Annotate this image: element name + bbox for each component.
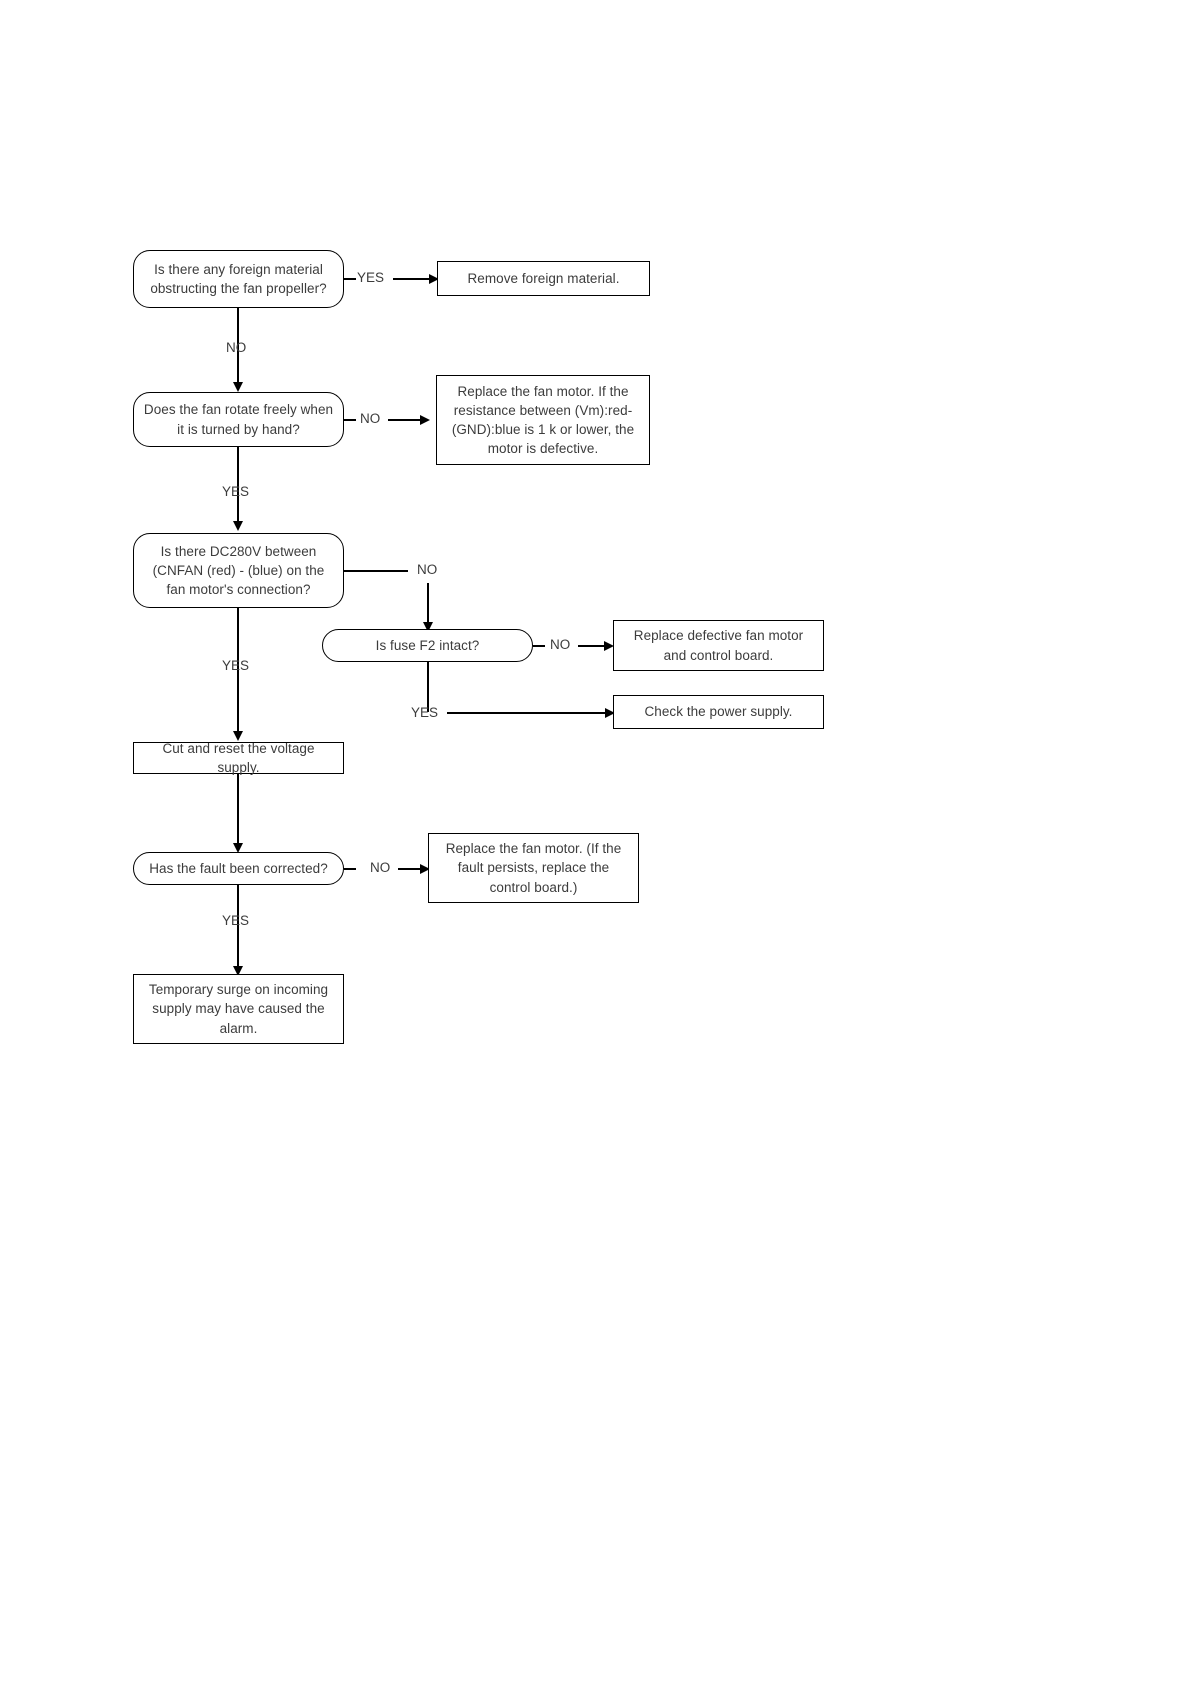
edge-cut-to-fault-arrow xyxy=(232,843,243,853)
edge-fuse-yes-drop xyxy=(427,662,429,712)
node-label: Remove foreign material. xyxy=(467,270,620,286)
node-replace-fan-motor-resistance[interactable]: Replace the fan motor. If the resistance… xyxy=(436,375,650,465)
node-replace-fan-motor-persists[interactable]: Replace the fan motor. (If the fault per… xyxy=(428,833,639,903)
edge-rotate-no-line xyxy=(388,419,422,421)
edge-fuse-no-stub xyxy=(533,645,545,647)
node-label: Is there DC280V between (CNFAN (red) - (… xyxy=(152,543,325,598)
node-does-fan-rotate-freely[interactable]: Does the fan rotate freely when it is tu… xyxy=(133,392,344,447)
edge-fuse-yes-line xyxy=(447,712,607,714)
edge-label-dc280v-yes: YES xyxy=(222,658,250,673)
node-label: Replace the fan motor. If the resistance… xyxy=(451,383,635,457)
edge-label-rotate-no: NO xyxy=(360,411,381,426)
node-remove-foreign-material[interactable]: Remove foreign material. xyxy=(437,261,650,296)
edge-fuse-no-line xyxy=(578,645,606,647)
edge-dc280v-no-line xyxy=(344,570,408,572)
edge-rotate-no-arrow xyxy=(420,414,430,425)
edge-fault-no-arrow xyxy=(420,863,430,874)
edge-label-fault-yes: YES xyxy=(222,913,250,928)
edge-dc280v-yes-arrow xyxy=(232,731,243,741)
edge-rotate-yes-line xyxy=(237,447,239,523)
node-label: Has the fault been corrected? xyxy=(149,860,328,876)
node-is-fuse-f2-intact[interactable]: Is fuse F2 intact? xyxy=(322,629,533,662)
node-label: Does the fan rotate freely when it is tu… xyxy=(143,402,334,437)
node-has-fault-been-corrected[interactable]: Has the fault been corrected? xyxy=(133,852,344,885)
node-is-there-dc280v[interactable]: Is there DC280V between (CNFAN (red) - (… xyxy=(133,533,344,608)
edge-label-foreign-yes: YES xyxy=(357,270,385,285)
node-cut-and-reset-voltage-supply[interactable]: Cut and reset the voltage supply. xyxy=(133,740,344,775)
edge-label-dc280v-no: NO xyxy=(417,562,438,577)
edge-label-fault-no: NO xyxy=(370,860,391,875)
edge-fault-yes-arrow xyxy=(232,966,243,976)
edge-fault-no-stub xyxy=(344,868,356,870)
node-check-the-power-supply[interactable]: Check the power supply. xyxy=(613,695,824,729)
edge-dc280v-no-drop xyxy=(427,583,429,624)
edge-label-foreign-no: NO xyxy=(226,340,247,355)
edge-label-fuse-no: NO xyxy=(550,637,571,652)
edge-label-fuse-yes: YES xyxy=(411,705,439,720)
node-replace-defective-fan-motor-and-board[interactable]: Replace defective fan motor and control … xyxy=(613,620,824,671)
edge-dc280v-no-arrow xyxy=(422,622,433,632)
edge-dc280v-yes-line xyxy=(237,608,239,733)
edge-fuse-no-arrow xyxy=(604,640,614,651)
node-temporary-surge-caused-alarm[interactable]: Temporary surge on incoming supply may h… xyxy=(133,974,344,1044)
node-label: Cut and reset the voltage supply. xyxy=(162,740,315,775)
edge-foreign-no-line xyxy=(237,308,239,384)
node-label: Check the power supply. xyxy=(644,704,793,720)
edge-rotate-no-stub xyxy=(344,419,356,421)
edge-foreign-yes-arrow xyxy=(429,273,439,284)
node-is-there-foreign-material[interactable]: Is there any foreign material obstructin… xyxy=(133,250,344,308)
node-label: Is there any foreign material obstructin… xyxy=(150,261,327,296)
edge-foreign-yes-line xyxy=(393,278,431,280)
node-label: Temporary surge on incoming supply may h… xyxy=(148,982,329,1036)
edge-foreign-yes-stub xyxy=(344,278,356,280)
edge-label-rotate-yes: YES xyxy=(222,484,250,499)
edge-fuse-yes-arrow xyxy=(605,707,615,718)
edge-rotate-yes-arrow xyxy=(232,521,243,531)
node-label: Replace the fan motor. (If the fault per… xyxy=(445,841,622,895)
edge-fault-no-line xyxy=(398,868,422,870)
edge-foreign-no-arrow xyxy=(232,382,243,392)
edge-cut-to-fault-line xyxy=(237,774,239,845)
edge-fault-yes-line xyxy=(237,885,239,970)
node-label: Replace defective fan motor and control … xyxy=(633,628,804,663)
node-label: Is fuse F2 intact? xyxy=(375,637,480,653)
